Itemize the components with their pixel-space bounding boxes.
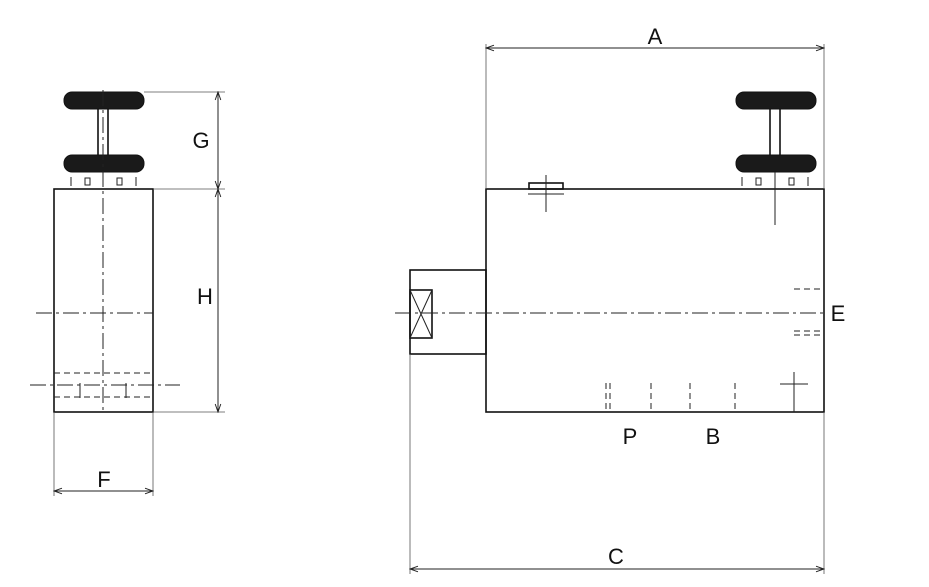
side-handwheel-top-rim (63, 91, 145, 110)
side-view: G H F (30, 90, 225, 496)
side-handwheel-bottom-rim (63, 154, 145, 173)
dimension-f-label: F (97, 467, 110, 492)
dimension-h-label: H (197, 284, 213, 309)
port-b-label: B (706, 424, 721, 449)
side-view-handwheel (63, 91, 145, 186)
front-view-handwheel (735, 91, 817, 225)
front-top-plug (528, 175, 564, 212)
side-view-body (53, 188, 154, 413)
dimension-c-label: C (608, 544, 624, 569)
front-view-body (485, 188, 825, 413)
port-e-label: E (831, 301, 846, 326)
front-side-connector (409, 269, 487, 355)
side-hidden-ports (30, 372, 180, 398)
port-e-hidden (794, 288, 824, 336)
dimension-g-label: G (192, 128, 209, 153)
front-handwheel-bottom-rim (735, 154, 817, 173)
front-handwheel-top-rim (735, 91, 817, 110)
connector-plug (409, 289, 433, 339)
bottom-ports (605, 372, 808, 412)
port-p-label: P (623, 424, 638, 449)
front-view: A C E P B (395, 24, 845, 574)
dimension-a-label: A (648, 24, 663, 49)
